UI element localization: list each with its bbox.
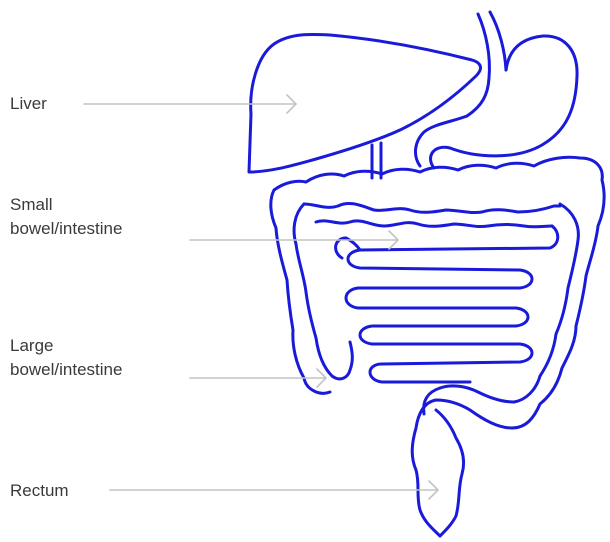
liver-label-text: Liver — [10, 94, 47, 113]
small-intestine-label-line2: bowel/intestine — [10, 217, 122, 241]
small-intestine-label: Small bowel/intestine — [10, 193, 122, 241]
small-intestine-label-line1: Small — [10, 193, 122, 217]
small-intestine-outline — [316, 221, 552, 227]
rectum-label: Rectum — [10, 479, 69, 503]
large-intestine-inner-outline — [294, 204, 352, 379]
rectum-outline — [436, 410, 464, 536]
large-intestine-label-line2: bowel/intestine — [10, 358, 122, 382]
large-intestine-label-line1: Large — [10, 334, 122, 358]
stomach-outline — [415, 116, 467, 166]
small-intestine-outline — [304, 203, 560, 212]
small-intestine-coil — [336, 238, 346, 258]
rectum-label-text: Rectum — [10, 481, 69, 500]
large-intestine-label: Large bowel/intestine — [10, 334, 122, 382]
small-intestine-coil — [346, 226, 558, 382]
liver-label: Liver — [10, 92, 47, 116]
esophagus-outline — [490, 12, 506, 70]
